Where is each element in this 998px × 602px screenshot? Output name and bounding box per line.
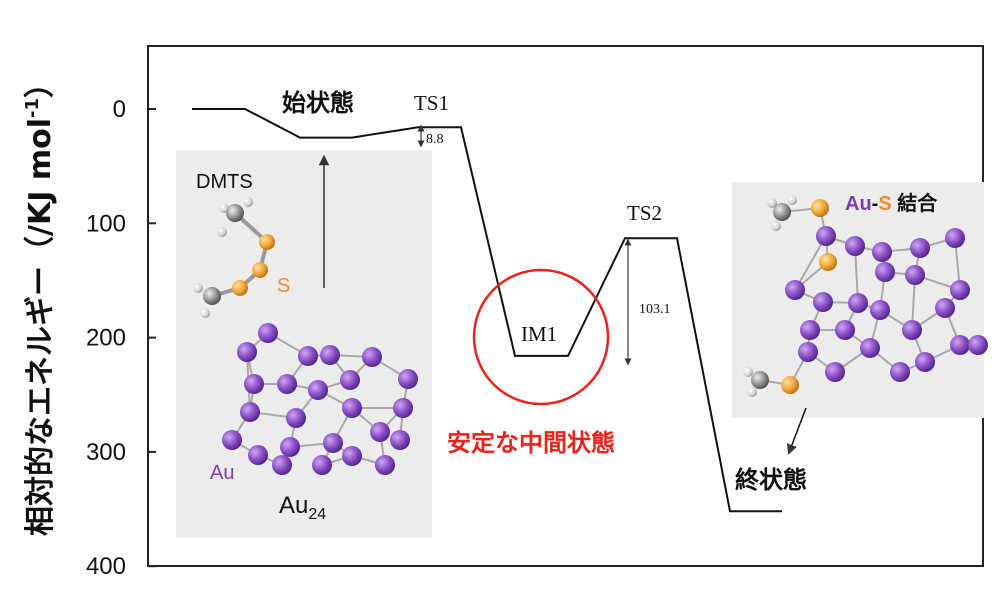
gold-atom <box>848 293 868 313</box>
y-tick-label: 200 <box>86 325 126 352</box>
gold-atom <box>875 262 895 282</box>
au-s-bond-label: Au-S 結合 <box>845 191 938 215</box>
gold-atom <box>798 342 818 362</box>
im1-highlight-circle <box>472 268 610 406</box>
gold-atom <box>286 408 306 428</box>
ts1-label: TS1 <box>414 91 449 115</box>
dmts-label: DMTS <box>196 171 253 193</box>
gold-atom <box>945 228 965 248</box>
y-axis-ticks: 0 100 200 300 400 <box>86 96 156 580</box>
gold-label: Au <box>210 462 234 484</box>
gold-atom <box>902 320 922 340</box>
gold-atom <box>340 370 360 390</box>
sulfur-atom <box>819 253 837 271</box>
gold-atom <box>244 374 264 394</box>
y-axis-title: 相対的なエネルギー（/KJ mol-1） <box>22 68 58 536</box>
gold-atom <box>860 338 880 358</box>
gold-atom <box>370 422 390 442</box>
hydrogen-atom <box>743 367 753 377</box>
au24-cluster <box>222 323 418 475</box>
y-tick-label: 400 <box>86 553 126 580</box>
gold-atom <box>835 320 855 340</box>
gold-atom <box>398 369 418 389</box>
sulfur-atom <box>781 376 799 394</box>
gold-atom <box>813 292 833 312</box>
gold-atom <box>915 352 935 372</box>
au-s-cluster <box>743 195 988 397</box>
gold-atom <box>248 445 268 465</box>
gold-atom <box>342 446 362 466</box>
gold-atom <box>277 374 297 394</box>
sulfur-label: S <box>277 275 290 297</box>
ts1-barrier-value: 8.8 <box>426 132 444 147</box>
dmts-molecule <box>193 197 275 318</box>
ts2-label: TS2 <box>627 201 662 225</box>
gold-atom <box>390 430 410 450</box>
gold-atom <box>950 335 970 355</box>
hydrogen-atom <box>771 221 781 231</box>
sulfur-atom <box>811 199 829 217</box>
gold-atom <box>825 362 845 382</box>
hydrogen-atom <box>787 195 797 205</box>
carbon-atom <box>751 371 769 389</box>
gold-atom <box>280 437 300 457</box>
gold-atom <box>845 236 865 256</box>
gold-atom <box>298 346 318 366</box>
gold-atom <box>320 345 340 365</box>
y-tick-label: 300 <box>86 439 126 466</box>
gold-atom <box>393 398 413 418</box>
gold-atom <box>905 265 925 285</box>
stable-intermediate-label: 安定な中間状態 <box>447 429 615 457</box>
hydrogen-atom <box>767 198 777 208</box>
y-tick-label: 0 <box>113 96 126 123</box>
ts2-barrier-value: 103.1 <box>639 302 671 317</box>
gold-atom <box>312 455 332 475</box>
gold-atom <box>362 347 382 367</box>
final-state-arrow <box>786 407 807 455</box>
carbon-atom <box>773 203 791 221</box>
gold-atom <box>342 398 362 418</box>
gold-atom <box>872 242 892 262</box>
gold-atom <box>935 298 955 318</box>
right-inset: Au-S 結合 <box>732 182 988 418</box>
gold-atom <box>890 362 910 382</box>
hydrogen-atom <box>747 387 757 397</box>
final-state-label: 終状態 <box>735 466 807 494</box>
energy-profile-line <box>192 108 782 513</box>
gold-atom <box>950 280 970 300</box>
au24-label: Au24 <box>279 492 326 523</box>
gold-atom <box>258 323 278 343</box>
gold-atom <box>870 300 890 320</box>
gold-atom <box>308 380 328 400</box>
gold-atom <box>910 238 930 258</box>
gold-atom <box>816 226 836 246</box>
gold-atom <box>272 455 292 475</box>
bond <box>794 235 827 291</box>
gold-atom <box>222 430 242 450</box>
gold-atom <box>237 342 257 362</box>
y-tick-label: 100 <box>86 210 126 237</box>
initial-state-label: 始状態 <box>282 89 354 117</box>
im1-label: IM1 <box>521 322 557 346</box>
gold-atom <box>375 455 395 475</box>
gold-atom <box>968 335 988 355</box>
gold-atom <box>240 402 260 422</box>
left-inset: DMTS S Au Au24 <box>176 150 432 538</box>
gold-atom <box>785 280 805 300</box>
gold-atom <box>800 320 820 340</box>
gold-atom <box>323 433 343 453</box>
